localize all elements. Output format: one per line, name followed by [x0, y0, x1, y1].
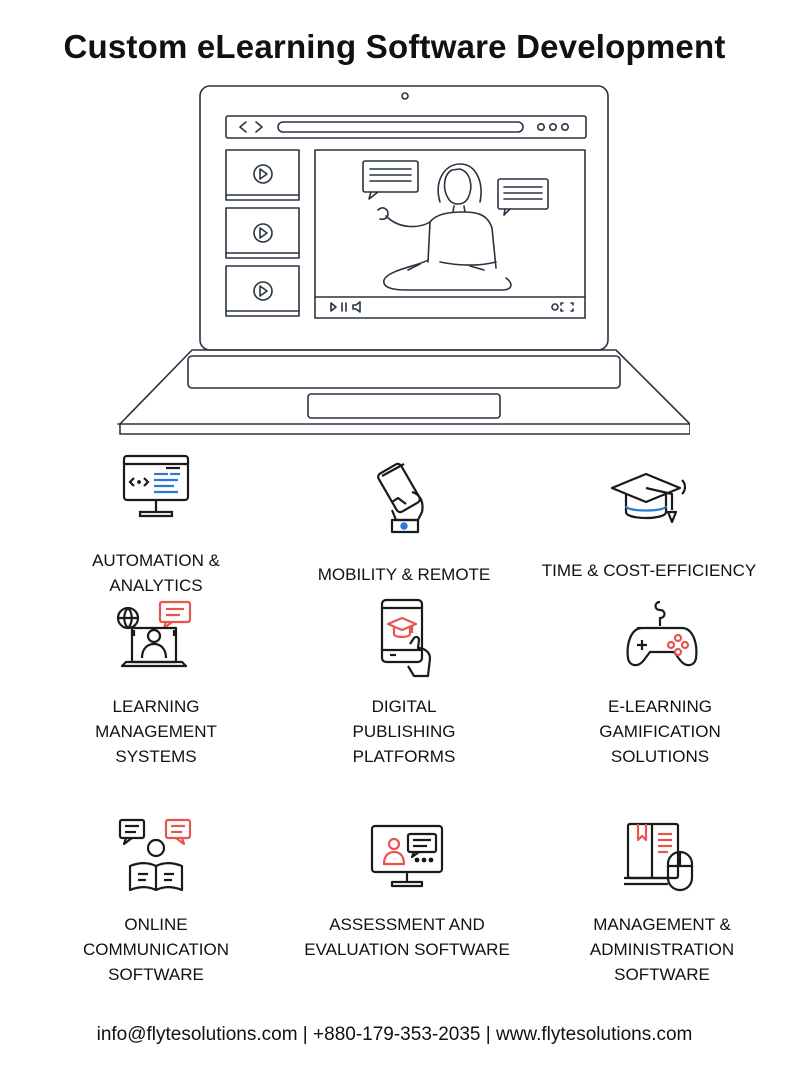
book-mouse-icon	[622, 818, 702, 899]
reader-chat-icon	[116, 818, 196, 899]
feature-label-line: MANAGEMENT &	[593, 915, 731, 934]
feature-label-line: MOBILITY & REMOTE	[317, 565, 491, 584]
feature-management: MANAGEMENT & ADMINISTRATION SOFTWARE	[560, 818, 764, 987]
laptop-illustration	[117, 85, 690, 435]
feature-label-line: DIGITAL	[371, 697, 437, 716]
footer-separator: |	[480, 1024, 496, 1045]
feature-label: AUTOMATION & ANALYTICS	[56, 548, 256, 598]
monitor-chat-icon	[370, 824, 444, 895]
feature-label-line: ADMINISTRATION	[589, 940, 735, 959]
feature-label-line: SOFTWARE	[108, 965, 204, 984]
feature-label: MANAGEMENT & ADMINISTRATION SOFTWARE	[560, 912, 764, 987]
feature-label: E-LEARNING GAMIFICATION SOLUTIONS	[560, 694, 760, 769]
feature-label: TIME & COST-EFFICIENCY	[536, 558, 762, 583]
feature-label-line: LEARNING	[112, 697, 200, 716]
footer-phone[interactable]: +880-179-353-2035	[313, 1024, 481, 1045]
monitor-code-icon	[118, 452, 194, 529]
feature-label: LEARNING MANAGEMENT SYSTEMS	[56, 694, 256, 769]
feature-label-line: AUTOMATION &	[92, 551, 220, 570]
feature-label: DIGITAL PUBLISHING PLATFORMS	[304, 694, 504, 769]
feature-assessment: ASSESSMENT AND EVALUATION SOFTWARE	[290, 824, 524, 962]
gamepad-icon	[622, 600, 698, 679]
feature-label-line: COMMUNICATION	[82, 940, 230, 959]
feature-label-line: ASSESSMENT AND	[329, 915, 485, 934]
hand-phone-icon	[372, 462, 436, 541]
feature-label: ASSESSMENT AND EVALUATION SOFTWARE	[290, 912, 524, 962]
graduation-cap-icon	[610, 466, 687, 535]
feature-label: MOBILITY & REMOTE	[304, 562, 504, 587]
feature-label-line: GAMIFICATION	[599, 722, 721, 741]
feature-label-line: ONLINE	[124, 915, 188, 934]
footer-website[interactable]: www.flytesolutions.com	[495, 1024, 693, 1045]
footer-separator: |	[297, 1024, 314, 1045]
feature-label-line: PLATFORMS	[352, 747, 456, 766]
feature-label-line: TIME & COST-EFFICIENCY	[541, 561, 757, 580]
feature-label-line: PUBLISHING	[352, 722, 456, 741]
tablet-cap-icon	[376, 598, 436, 683]
feature-label-line: SOLUTIONS	[610, 747, 710, 766]
feature-label-line: EVALUATION SOFTWARE	[304, 940, 510, 959]
feature-label-line: ANALYTICS	[109, 576, 203, 595]
footer-email[interactable]: info@flytesolutions.com	[96, 1024, 298, 1045]
feature-mobility: MOBILITY & REMOTE	[304, 462, 504, 587]
feature-gamification: E-LEARNING GAMIFICATION SOLUTIONS	[560, 600, 760, 769]
feature-online: ONLINE COMMUNICATION SOFTWARE	[56, 818, 256, 987]
feature-label: ONLINE COMMUNICATION SOFTWARE	[56, 912, 256, 987]
footer-contact: info@flytesolutions.com | +880-179-353-2…	[0, 1024, 789, 1046]
feature-label-line: SYSTEMS	[115, 747, 197, 766]
feature-automation: AUTOMATION & ANALYTICS	[56, 452, 256, 598]
page-title: Custom eLearning Software Development	[63, 28, 726, 65]
feature-lms: LEARNING MANAGEMENT SYSTEMS	[56, 600, 256, 769]
teacher-laptop-icon	[114, 600, 194, 679]
feature-label-line: SOFTWARE	[614, 965, 710, 984]
feature-time: TIME & COST-EFFICIENCY	[536, 466, 762, 583]
feature-publishing: DIGITAL PUBLISHING PLATFORMS	[304, 598, 504, 769]
feature-label-line: MANAGEMENT	[95, 722, 217, 741]
feature-label-line: E-LEARNING	[608, 697, 712, 716]
